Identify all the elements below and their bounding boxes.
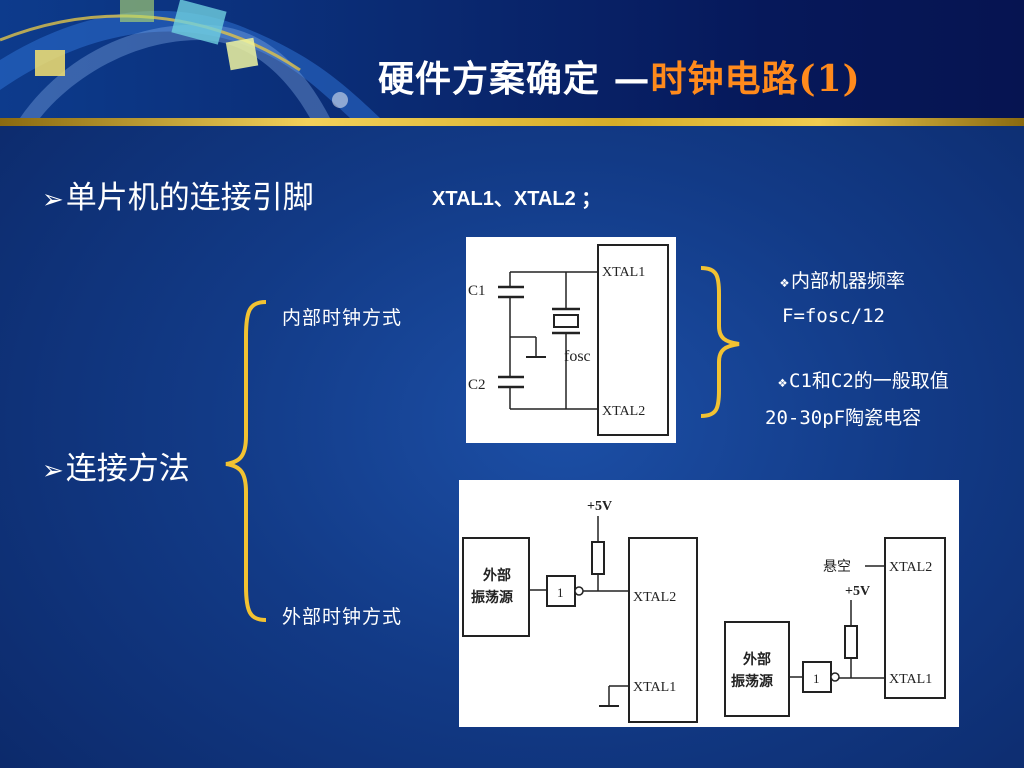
pin-top-left-label: XTAL2 xyxy=(633,590,676,605)
note-frequency-title: 内部机器频率 xyxy=(791,270,906,292)
note-frequency-formula: F=fosc/12 xyxy=(782,305,885,327)
note-capacitor-title: C1和C2的一般取值 xyxy=(789,370,949,392)
bullet-connection-method: ➢连接方法 xyxy=(42,443,190,488)
note-capacitor-values: ❖C1和C2的一般取值 xyxy=(778,366,949,393)
cap-c2-label: C2 xyxy=(468,377,486,393)
title-orange-part: 时钟电路(1) xyxy=(650,58,861,100)
bullet-label: 单片机的连接引脚 xyxy=(65,180,314,216)
diamond-bullet-icon: ❖ xyxy=(780,273,790,291)
osc-left-line1: 外部 xyxy=(483,567,511,584)
banner-decoration xyxy=(0,0,380,118)
bullet-connection-pins: ➢单片机的连接引脚 xyxy=(42,172,314,217)
pin-bottom-right-label: XTAL1 xyxy=(889,672,932,687)
external-clock-diagram: 外部 振荡源 1 +5V XTAL2 XTAL1 悬空 XTAL2 XTAL1 … xyxy=(459,480,959,727)
pin-bottom-left-label: XTAL1 xyxy=(633,680,676,695)
right-brace xyxy=(700,266,740,418)
gate-right-label: 1 xyxy=(813,671,820,686)
osc-left-line2: 振荡源 xyxy=(471,589,513,606)
label-internal-clock: 内部时钟方式 xyxy=(282,307,403,329)
osc-right-line2: 振荡源 xyxy=(731,673,773,690)
title-banner: 硬件方案确定 —时钟电路(1) xyxy=(0,0,1024,118)
crystal-fosc-label: fosc xyxy=(564,348,591,365)
note-machine-frequency: ❖内部机器频率 xyxy=(780,266,905,293)
float-label: 悬空 xyxy=(823,559,851,575)
note-capacitor-spec: 20-30pF陶瓷电容 xyxy=(765,407,922,429)
pin-names: XTAL1、XTAL2 ； xyxy=(432,188,602,210)
diamond-bullet-icon: ❖ xyxy=(778,373,788,391)
pin-xtal2-label: XTAL2 xyxy=(602,404,645,419)
page-title: 硬件方案确定 —时钟电路(1) xyxy=(378,50,861,102)
cap-c1-label: C1 xyxy=(468,283,486,299)
bullet-label: 连接方法 xyxy=(65,451,190,487)
gate-left-label: 1 xyxy=(557,585,564,600)
title-white-part: 硬件方案确定 — xyxy=(378,58,651,100)
vcc-right-label: +5V xyxy=(845,584,870,599)
internal-clock-diagram: XTAL1 XTAL2 C1 C2 fosc xyxy=(466,237,676,443)
pin-top-right-label: XTAL2 xyxy=(889,560,932,575)
label-external-clock: 外部时钟方式 xyxy=(282,606,403,628)
arrow-bullet-icon: ➢ xyxy=(42,185,64,215)
pin-xtal1-label: XTAL1 xyxy=(602,265,645,280)
vcc-left-label: +5V xyxy=(587,499,612,514)
gold-divider xyxy=(0,118,1024,126)
arrow-bullet-icon: ➢ xyxy=(42,456,64,486)
left-brace xyxy=(225,300,267,622)
osc-right-line1: 外部 xyxy=(743,651,771,668)
